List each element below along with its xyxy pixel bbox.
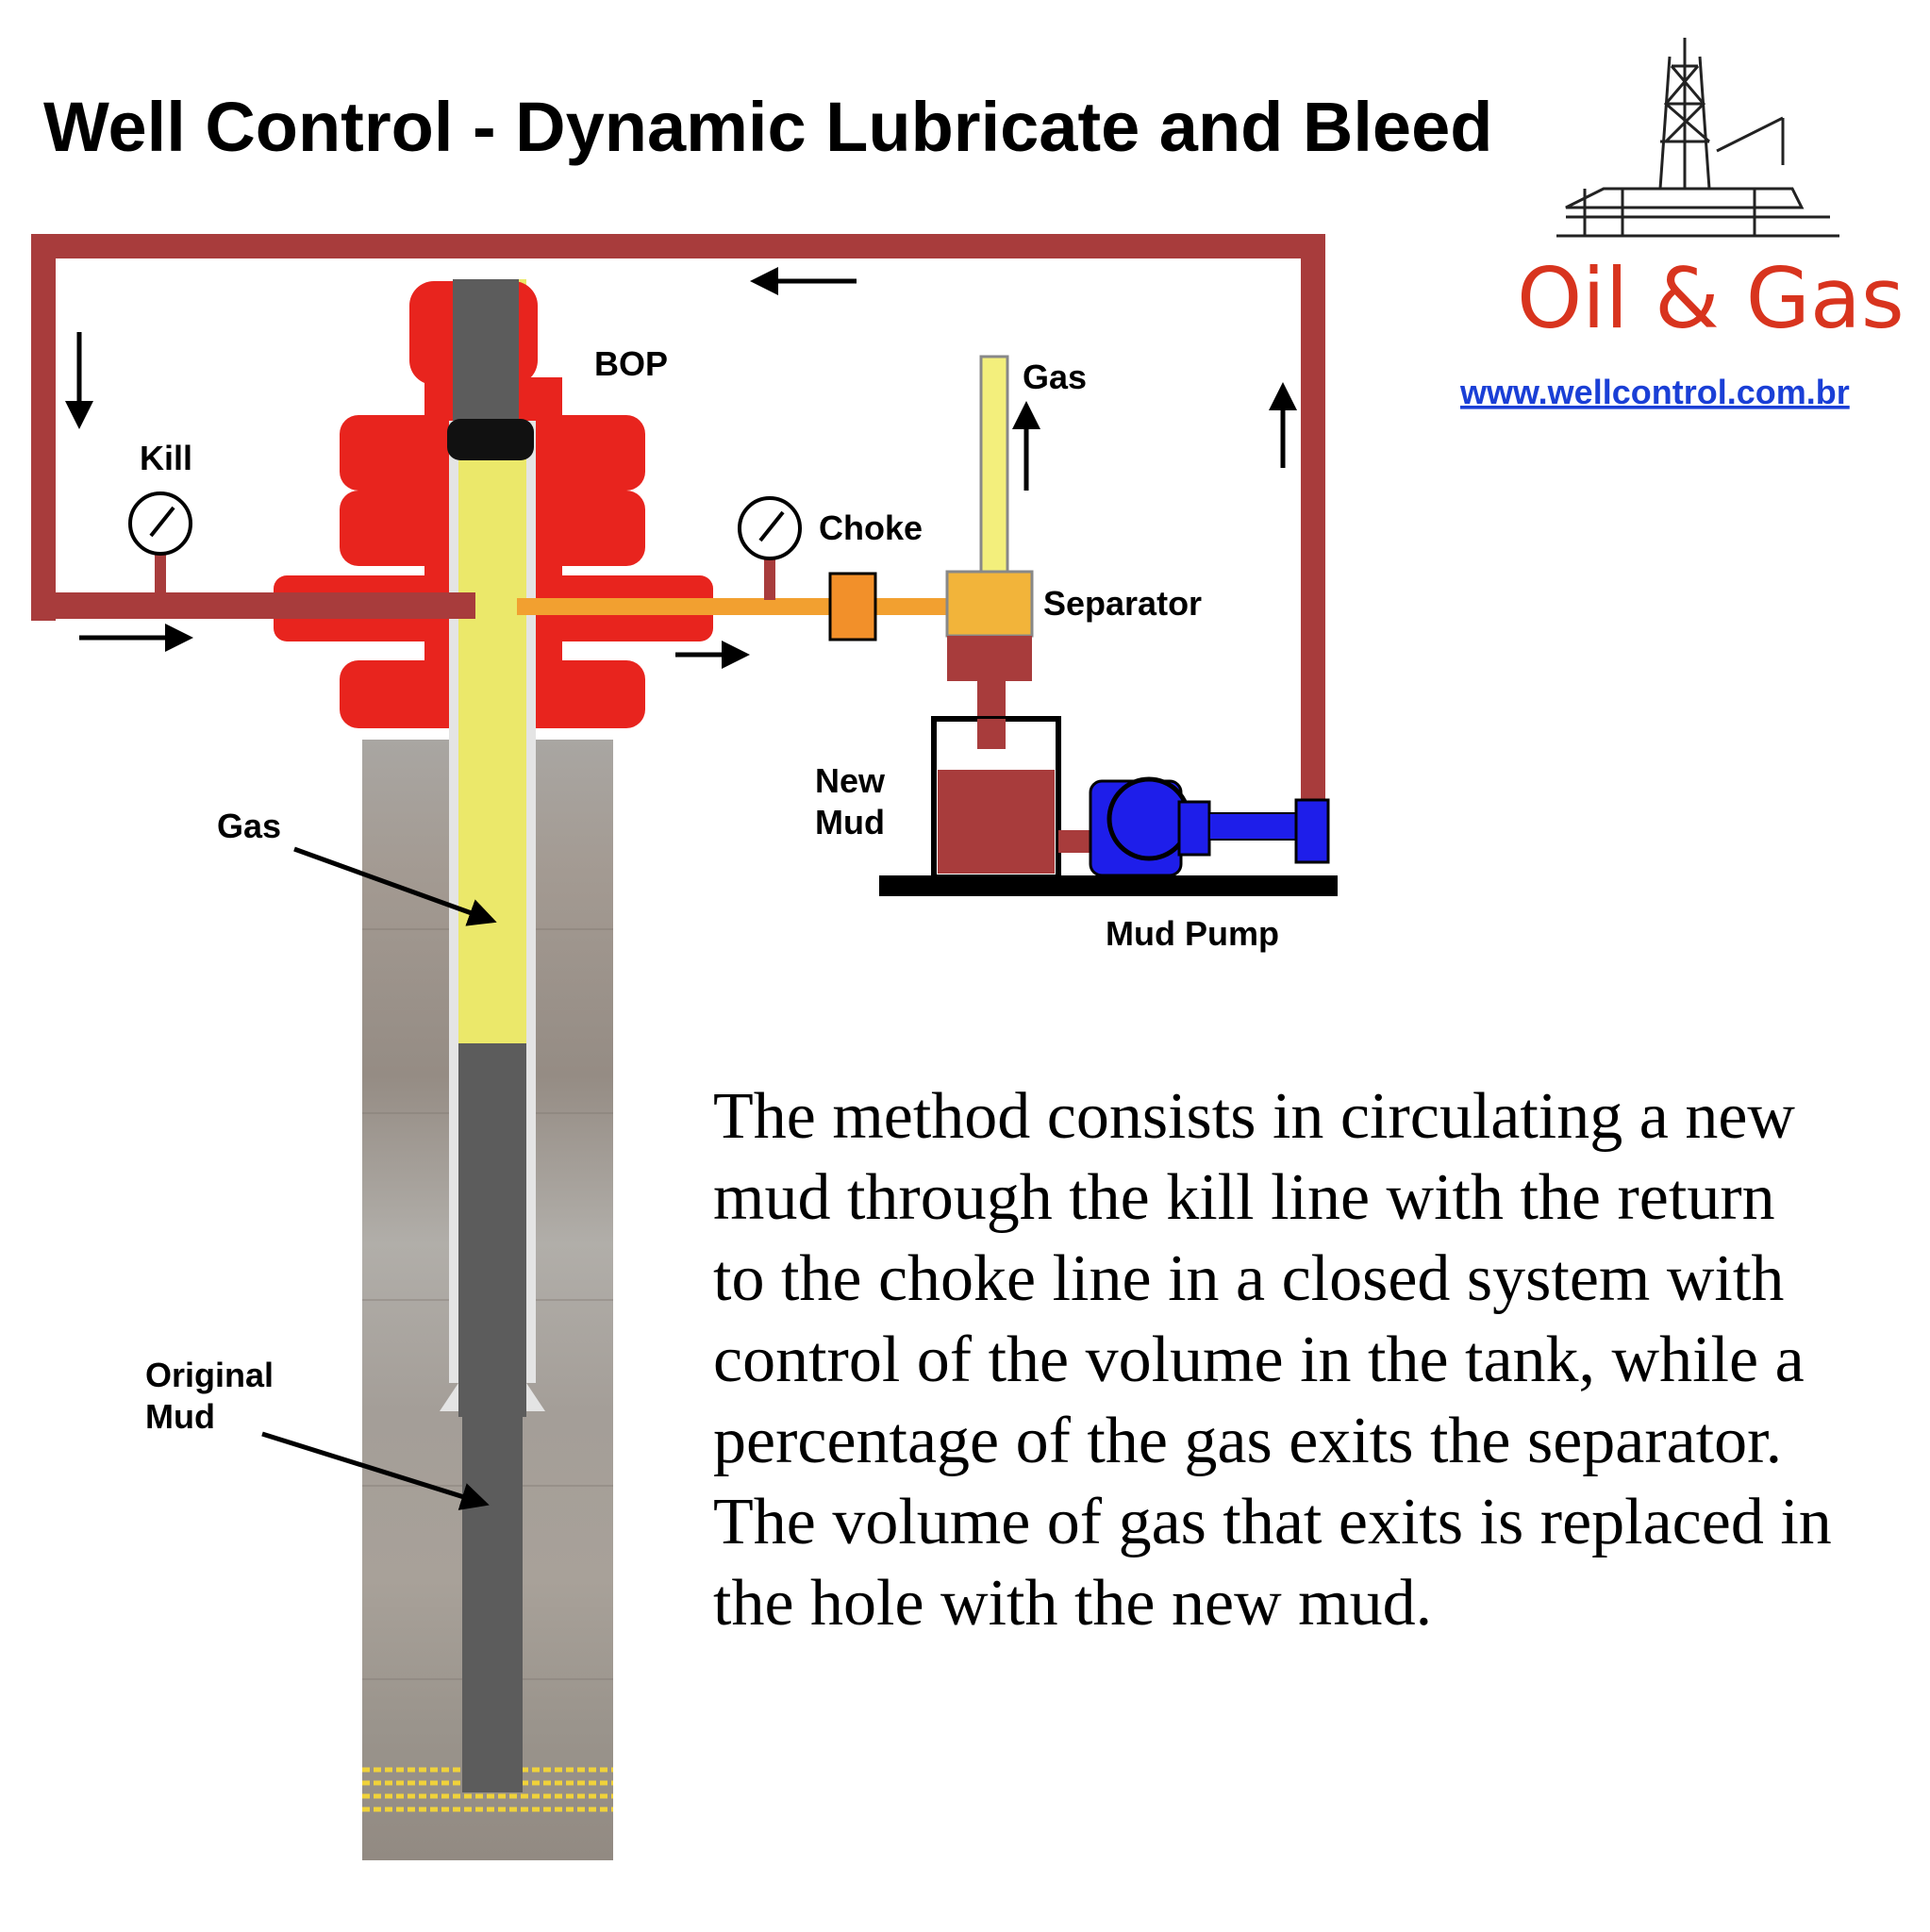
- new-mud-tank[interactable]: [931, 716, 1061, 880]
- original-mud-label-line1: Original: [145, 1356, 274, 1394]
- separator-label: Separator: [1043, 584, 1202, 623]
- choke-gauge-icon: [738, 496, 802, 600]
- kill-gauge-icon: [128, 491, 192, 596]
- page-title: Well Control - Dynamic Lubricate and Ble…: [43, 88, 1492, 166]
- open-hole-mud: [462, 1417, 523, 1792]
- choke-label: Choke: [819, 508, 923, 547]
- gas-in-well-label: Gas: [217, 807, 281, 845]
- description-line: percentage of the gas exits the separato…: [713, 1405, 1782, 1477]
- brand-name: Oil & Gas: [1517, 250, 1905, 347]
- bop-label: BOP: [594, 344, 668, 383]
- gas-vent-line: [979, 355, 1009, 575]
- original-mud-column: [458, 1043, 526, 1417]
- description-line: the hole with the new mud.: [713, 1567, 1432, 1640]
- choke-line: [517, 598, 951, 615]
- circulation-loop-line: [31, 234, 1325, 806]
- mud-pump[interactable]: [879, 776, 1338, 896]
- new-mud-label-line2: Mud: [815, 803, 885, 841]
- mud-pump-label: Mud Pump: [1106, 914, 1279, 953]
- oil-rig-logo: [1556, 38, 1839, 238]
- description-line: The method consists in circulating a new: [713, 1080, 1795, 1153]
- original-mud-label-line2: Mud: [145, 1397, 215, 1436]
- description-paragraph: The method consists in circulating a new…: [713, 1080, 1832, 1640]
- casing: [440, 726, 545, 1411]
- flow-arrows: [65, 267, 1297, 1510]
- description-line: control of the volume in the tank, while…: [713, 1324, 1805, 1396]
- bop-stack[interactable]: [274, 279, 713, 732]
- description-line: mud through the kill line with the retur…: [713, 1161, 1775, 1234]
- gas-vent-label: Gas: [1023, 358, 1087, 396]
- website-link[interactable]: www.wellcontrol.com.br: [1459, 373, 1850, 411]
- kill-label: Kill: [140, 439, 192, 477]
- new-mud-label-line1: New: [815, 761, 886, 800]
- description-line: The volume of gas that exits is replaced…: [713, 1486, 1832, 1558]
- description-line: to the choke line in a closed system wit…: [713, 1242, 1784, 1315]
- separator[interactable]: [945, 570, 1034, 749]
- choke-valve[interactable]: [828, 572, 877, 641]
- kill-line: [151, 592, 475, 619]
